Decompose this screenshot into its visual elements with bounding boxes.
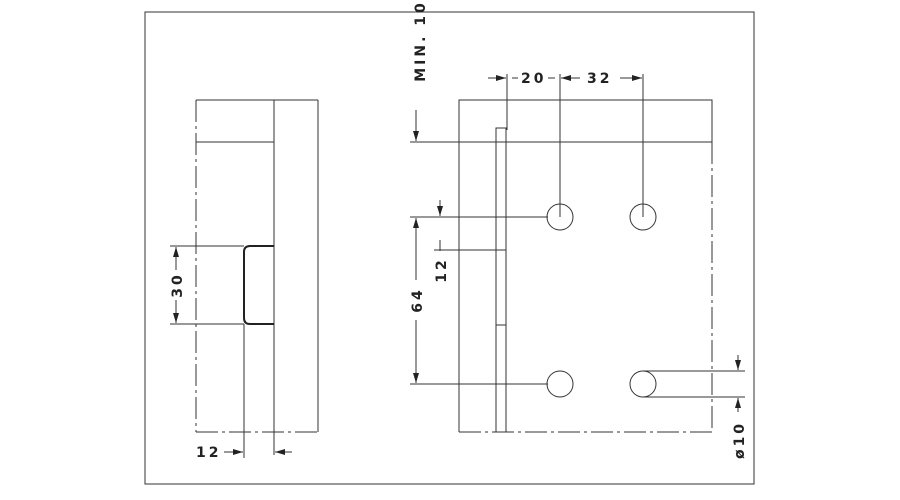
hole-bottom-right bbox=[629, 370, 657, 398]
hatched-plate-upper bbox=[495, 127, 507, 251]
dimension-diameter-10: ø10 bbox=[732, 421, 748, 459]
dimension-min-10: MIN. 10 bbox=[413, 0, 429, 82]
dimension-32: 32 bbox=[587, 71, 612, 87]
hatched-plate-lower bbox=[495, 324, 507, 433]
dimension-64: 64 bbox=[410, 287, 426, 312]
slot-outline bbox=[243, 245, 274, 325]
front-view: 20 32 MIN. 10 64 12 ø10 bbox=[410, 0, 748, 459]
dimension-12-plate: 12 bbox=[434, 257, 450, 282]
dimension-30: 30 bbox=[170, 272, 186, 297]
hatched-top-panel bbox=[458, 99, 713, 143]
dimension-12-depth: 12 bbox=[196, 445, 221, 461]
dimension-20: 20 bbox=[521, 71, 546, 87]
hole-bottom-left bbox=[546, 370, 574, 398]
drawing-border bbox=[144, 11, 755, 485]
side-view: 30 12 bbox=[170, 99, 319, 461]
